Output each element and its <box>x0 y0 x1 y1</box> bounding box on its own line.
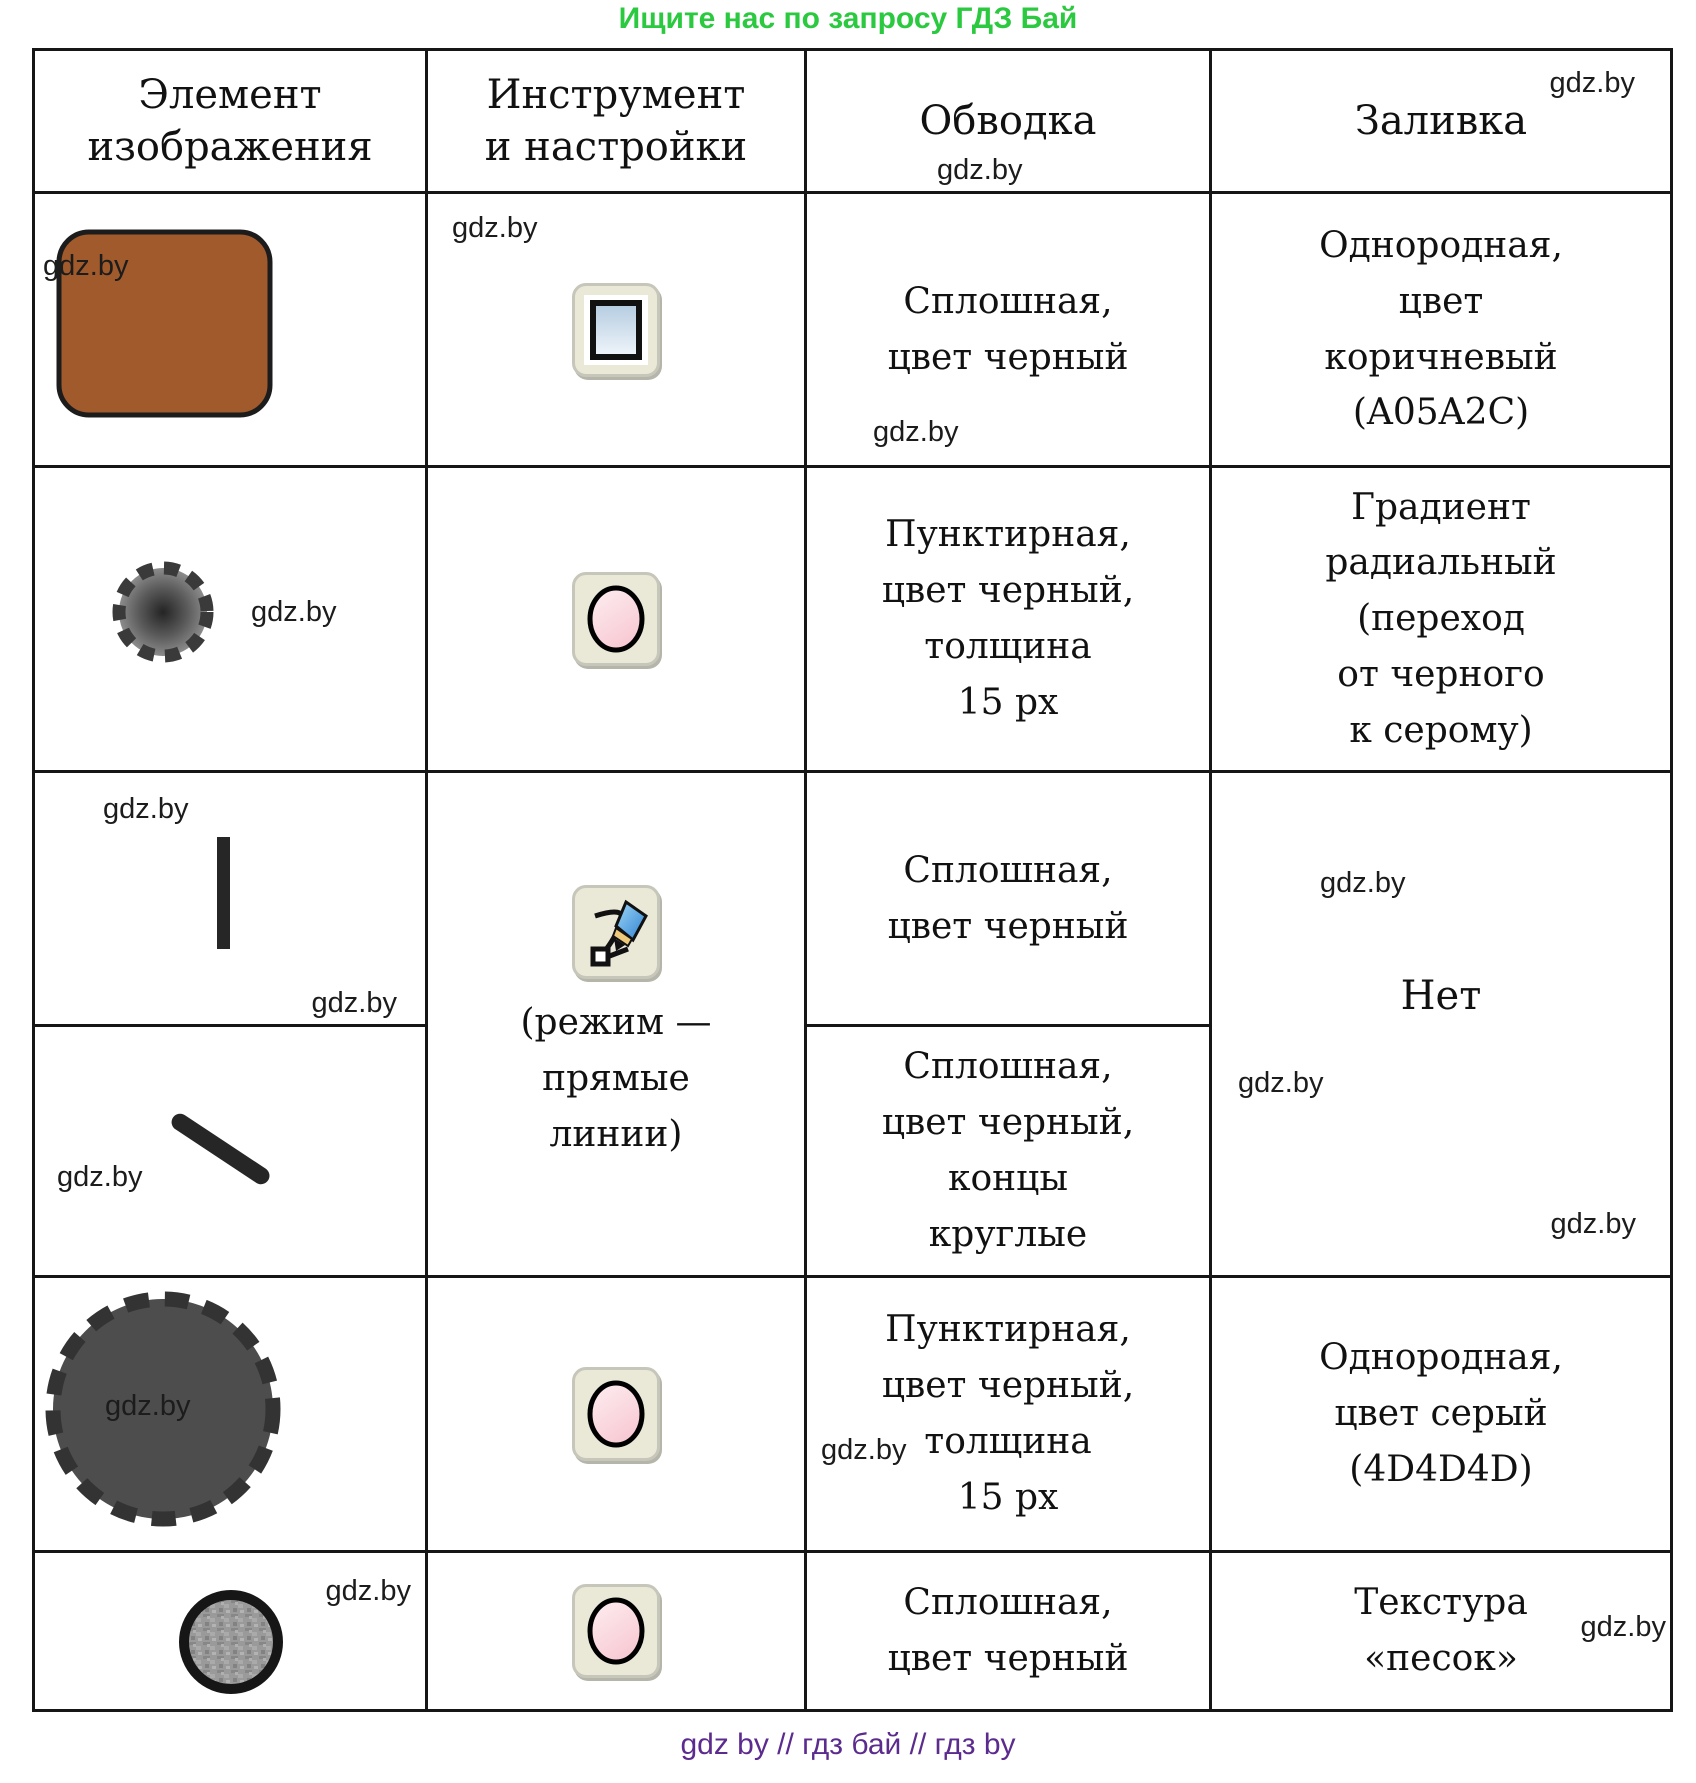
stroke-r5-text: Пунктирная, цвет черный, толщина 15 px <box>881 1309 1135 1518</box>
watermark: gdz.by <box>325 1575 411 1607</box>
fill-r6-cell: Текстура «песок» gdz.by <box>1212 1553 1670 1709</box>
fill-r1-cell: Однородная, цвет коричневый (A05A2C) <box>1212 194 1670 465</box>
element-vertical-line-cell: gdz.by gdz.by <box>35 773 425 1024</box>
element-brown-rectangle-cell: gdz.by <box>35 194 425 465</box>
dashed-gradient-circle <box>112 561 214 663</box>
settings-table: Элемент изображения Инструмент и настрой… <box>32 48 1673 1712</box>
header-element: Элемент изображения <box>35 51 425 191</box>
stroke-r3-cell: Сплошная, цвет черный <box>807 773 1209 1024</box>
element-gradient-circle-cell: gdz.by <box>35 468 425 770</box>
fill-r5-cell: Однородная, цвет серый (4D4D4D) <box>1212 1278 1670 1550</box>
header-stroke: Обводка gdz.by <box>807 51 1209 191</box>
sand-texture-circle <box>179 1590 283 1694</box>
brown-rounded-rectangle <box>56 229 273 418</box>
header-stroke-label: Обводка <box>919 98 1097 144</box>
watermark: gdz.by <box>105 1390 191 1422</box>
watermark: gdz.by <box>1580 1611 1666 1643</box>
pen-tool-icon[interactable] <box>572 885 660 980</box>
dashed-gray-circle <box>45 1291 281 1527</box>
tool-ellipse-cell-3 <box>428 1553 804 1709</box>
fill-r34-cell: Нет gdz.by gdz.by gdz.by <box>1212 773 1670 1275</box>
header-fill-label: Заливка <box>1354 98 1528 144</box>
watermark: gdz.by <box>1238 1067 1324 1099</box>
watermark: gdz.by <box>57 1161 143 1193</box>
header-fill: Заливка gdz.by <box>1212 51 1670 191</box>
ellipse-tool-icon[interactable] <box>572 1584 660 1678</box>
stroke-r5-cell: Пунктирная, цвет черный, толщина 15 px g… <box>807 1278 1209 1550</box>
stroke-r1-text: Сплошная, цвет черный <box>887 280 1129 378</box>
watermark: gdz.by <box>311 987 397 1019</box>
vertical-line <box>217 837 230 949</box>
element-diagonal-line-cell: gdz.by <box>35 1027 425 1275</box>
tool-pen-cell: (режим — прямые линии) <box>428 773 804 1275</box>
top-banner-text: Ищите нас по запросу ГДЗ Бай <box>618 2 1078 35</box>
fill-r2-cell: Градиент радиальный (переход от черного … <box>1212 468 1670 770</box>
element-texture-circle-cell: gdz.by <box>35 1553 425 1709</box>
watermark: gdz.by <box>251 596 337 628</box>
watermark: gdz.by <box>43 250 129 282</box>
stroke-r2-cell: Пунктирная, цвет черный, толщина 15 px <box>807 468 1209 770</box>
watermark: gdz.by <box>821 1434 907 1466</box>
tool-rectangle-cell: gdz.by <box>428 194 804 465</box>
header-tool: Инструмент и настройки <box>428 51 804 191</box>
stroke-r1-cell: Сплошная, цвет черный gdz.by <box>807 194 1209 465</box>
watermark: gdz.by <box>873 416 959 448</box>
ellipse-tool-icon[interactable] <box>572 1367 660 1461</box>
fill-r6-text: Текстура «песок» <box>1354 1582 1528 1679</box>
watermark: gdz.by <box>1549 67 1635 99</box>
element-gray-circle-cell: gdz.by <box>35 1278 425 1550</box>
watermark: gdz.by <box>103 793 189 825</box>
watermark: gdz.by <box>1550 1208 1636 1240</box>
watermark: gdz.by <box>1320 867 1406 899</box>
watermark: gdz.by <box>452 212 538 244</box>
fill-r34-text: Нет <box>1400 973 1482 1019</box>
stroke-r4-cell: Сплошная, цвет черный, концы круглые <box>807 1027 1209 1275</box>
rectangle-tool-icon[interactable] <box>572 282 660 377</box>
ellipse-tool-icon[interactable] <box>572 572 660 666</box>
stroke-r6-cell: Сплошная, цвет черный <box>807 1553 1209 1709</box>
pen-tool-caption: (режим — прямые линии) <box>520 1002 712 1155</box>
footer-text: gdz by // гдз бай // гдз by <box>680 1728 1016 1761</box>
watermark: gdz.by <box>937 154 1023 186</box>
tool-ellipse-cell-2 <box>428 1278 804 1550</box>
tool-ellipse-cell-1 <box>428 468 804 770</box>
diagonal-line <box>168 1110 273 1188</box>
